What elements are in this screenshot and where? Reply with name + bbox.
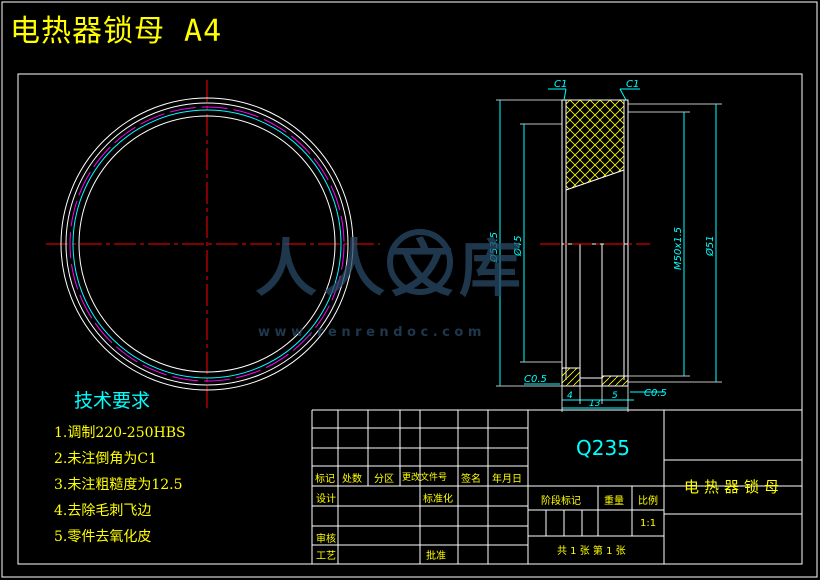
watermark-logo-icon bbox=[387, 229, 453, 295]
dim-c1-left: C1 bbox=[554, 79, 567, 90]
title-block bbox=[311, 409, 802, 564]
tech-requirement-item: 4.去除毛刺飞边 bbox=[54, 503, 152, 519]
tb-signature: 签名 bbox=[461, 474, 481, 485]
inner-circle bbox=[78, 115, 336, 373]
tb-mark: 标记 bbox=[315, 474, 335, 485]
watermark-text: 人人文库 bbox=[255, 232, 527, 305]
tech-requirement-item: 2.未注倒角为C1 bbox=[54, 451, 157, 467]
tech-requirement-item: 3.未注粗糙度为12.5 bbox=[54, 477, 183, 493]
lower-section bbox=[561, 243, 629, 387]
inner-frame bbox=[17, 73, 803, 565]
tb-sheet-info: 共 1 张 第 1 张 bbox=[557, 546, 626, 557]
lower-hatch-right bbox=[601, 375, 629, 387]
tb-approve: 批准 bbox=[426, 551, 446, 562]
tech-requirements-list: 1.调制220-250HBS 2.未注倒角为C1 3.未注粗糙度为12.5 4.… bbox=[54, 420, 186, 550]
chamfer-circle bbox=[65, 102, 349, 386]
tb-date: 年月日 bbox=[492, 474, 522, 485]
c1-leader-right-2 bbox=[619, 88, 627, 101]
drawing-title: 电热器锁母 A4 bbox=[10, 14, 223, 49]
dim-4: 4 bbox=[567, 391, 573, 401]
tb-process: 工艺 bbox=[316, 551, 336, 562]
watermark-url: w w w . r e n r e n d o c . c o m bbox=[258, 325, 481, 340]
tb-zone: 分区 bbox=[374, 474, 394, 485]
thread-circle bbox=[72, 109, 342, 379]
dim-thread: M50x1.5 bbox=[673, 227, 684, 270]
dim-c0-5-right: C0.5 bbox=[644, 388, 667, 399]
dim-5: 5 bbox=[612, 391, 618, 401]
outer-circle bbox=[60, 97, 354, 391]
dim-c0-5-left: C0.5 bbox=[524, 374, 547, 385]
hub-bore bbox=[579, 243, 603, 379]
watermark: 人人文库 w w w . r e n r e n d o c . c o m bbox=[255, 229, 527, 340]
tech-requirement-item: 1.调制220-250HBS bbox=[54, 425, 186, 441]
tech-requirement-item: 5.零件去氧化皮 bbox=[54, 529, 152, 545]
tb-part-name: 电热器锁母 bbox=[684, 478, 785, 496]
front-view bbox=[46, 80, 380, 412]
knurl-hatch bbox=[565, 99, 625, 191]
dim-d51: Ø51 bbox=[704, 235, 716, 257]
tb-count: 处数 bbox=[342, 474, 362, 485]
tb-scale-value: 1:1 bbox=[640, 518, 657, 529]
dim-d53-5: Ø53.5 bbox=[488, 232, 500, 263]
tb-standardize: 标准化 bbox=[423, 494, 453, 505]
tech-requirements-heading: 技术要求 bbox=[74, 390, 151, 412]
dim-d45: Ø45 bbox=[512, 235, 524, 257]
tb-material: Q235 bbox=[576, 436, 630, 460]
tb-scale: 比例 bbox=[638, 496, 658, 507]
tb-design: 设计 bbox=[316, 494, 336, 505]
section-view: C1 C1 Ø53.5 Ø45 M50x1.5 Ø51 C0.5 C0.5 4 … bbox=[488, 79, 722, 412]
tb-review: 审核 bbox=[316, 534, 336, 545]
lower-hatch-left bbox=[561, 367, 581, 387]
dim-13: 13 bbox=[589, 399, 601, 409]
dim-c1-right: C1 bbox=[626, 79, 639, 90]
thread-major-circle bbox=[69, 106, 345, 382]
c1-leader-left-2 bbox=[563, 88, 567, 101]
tb-weight: 重量 bbox=[604, 496, 624, 507]
tb-stage-mark: 阶段标记 bbox=[541, 496, 581, 507]
tb-change-doc: 更改文件号 bbox=[402, 473, 448, 483]
